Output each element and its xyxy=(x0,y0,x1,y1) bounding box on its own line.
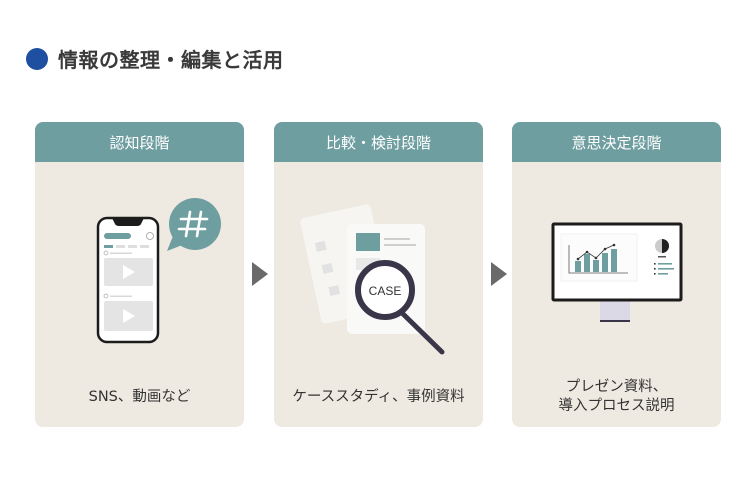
monitor-icon xyxy=(551,222,683,322)
section-title: 情報の整理・編集と活用 xyxy=(26,44,284,73)
magnifier-label: CASE xyxy=(369,284,402,298)
pie-chart-icon xyxy=(655,239,669,258)
smartphone-hashtag-illustration xyxy=(35,162,244,372)
stage-header: 意思決定段階 xyxy=(512,122,721,162)
monitor-dashboard-illustration xyxy=(512,162,721,372)
caption-line: 導入プロセス説明 xyxy=(558,398,675,414)
stage-card-awareness: 認知段階 xyxy=(35,122,244,427)
hashtag-bubble-icon xyxy=(167,198,221,251)
arrow-right-icon xyxy=(491,262,507,286)
legend-list-icon xyxy=(654,263,674,275)
smartphone-icon xyxy=(96,216,160,344)
arrow-right-icon xyxy=(252,262,268,286)
stage-card-comparison: 比較・検討段階 CASE ケーススタディ、事例資料 xyxy=(274,122,483,427)
stage-caption: プレゼン資料、 導入プロセス説明 xyxy=(512,372,721,422)
stage-caption: ケーススタディ、事例資料 xyxy=(274,372,483,422)
bullet-dot-icon xyxy=(26,47,48,70)
caption-line: ケーススタディ、事例資料 xyxy=(292,388,465,405)
case-study-illustration: CASE xyxy=(274,162,483,372)
section-title-text: 情報の整理・編集と活用 xyxy=(58,48,284,72)
stage-header: 認知段階 xyxy=(35,122,244,162)
caption-line: SNS、動画など xyxy=(88,388,191,405)
stage-caption: SNS、動画など xyxy=(35,372,244,422)
stage-card-decision: 意思決定段階 xyxy=(512,122,721,427)
stage-header: 比較・検討段階 xyxy=(274,122,483,162)
bar-chart-icon xyxy=(568,243,628,274)
caption-line: プレゼン資料、 xyxy=(565,379,668,395)
magnifier-icon: CASE xyxy=(355,260,445,355)
